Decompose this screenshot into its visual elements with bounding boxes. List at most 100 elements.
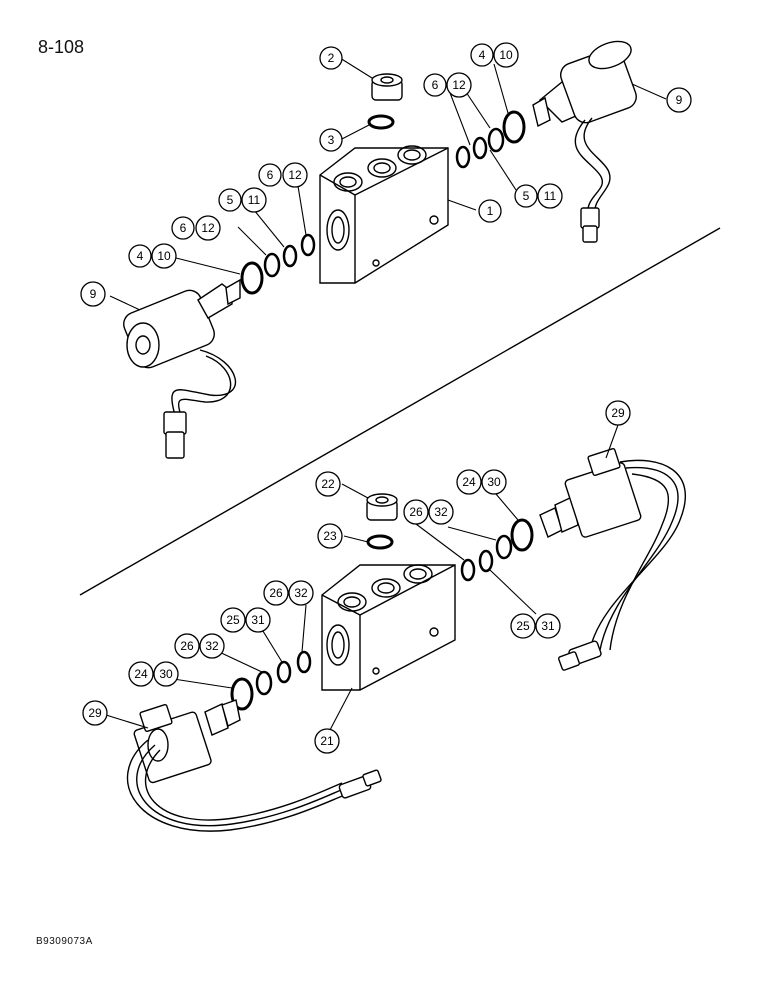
svg-text:2: 2 <box>328 51 335 65</box>
callout-12-right: 12 <box>446 72 472 98</box>
svg-text:25: 25 <box>516 619 530 633</box>
svg-text:3: 3 <box>328 133 335 147</box>
svg-text:23: 23 <box>323 529 337 543</box>
callout-32-mid: 32 <box>288 580 314 606</box>
callout-5-right: 5 <box>514 184 538 208</box>
svg-text:12: 12 <box>201 221 215 235</box>
lower-seal-right-4 <box>510 518 534 552</box>
page-number: 8-108 <box>38 37 85 57</box>
svg-text:1: 1 <box>487 204 494 218</box>
callout-30-right: 30 <box>481 469 507 495</box>
callout-11-right: 11 <box>537 183 563 209</box>
svg-text:30: 30 <box>487 475 501 489</box>
lower-seal-left-3 <box>255 670 273 696</box>
callout-31-right: 31 <box>535 613 561 639</box>
callout-30-left: 30 <box>153 661 179 687</box>
lower-seal-right-1 <box>460 558 476 582</box>
section-divider-line <box>79 227 721 596</box>
callout-9-left: 9 <box>80 281 106 307</box>
lower-seal-left-4 <box>230 677 254 711</box>
callout-6-right: 6 <box>423 73 447 97</box>
upper-seal-left-4 <box>240 261 264 295</box>
svg-text:6: 6 <box>180 221 187 235</box>
svg-text:32: 32 <box>205 639 219 653</box>
svg-text:11: 11 <box>248 193 261 207</box>
callout-6-mid: 6 <box>258 163 282 187</box>
callout-29-left: 29 <box>82 700 108 726</box>
svg-text:12: 12 <box>452 78 466 92</box>
callout-26-mid: 26 <box>263 580 289 606</box>
callout-32-left: 32 <box>199 633 225 659</box>
svg-text:26: 26 <box>409 505 423 519</box>
svg-text:30: 30 <box>159 667 173 681</box>
svg-text:6: 6 <box>432 78 439 92</box>
lower-o-ring-23 <box>366 534 394 550</box>
svg-text:11: 11 <box>544 189 557 203</box>
callout-2: 2 <box>319 46 343 70</box>
svg-text:12: 12 <box>288 168 302 182</box>
upper-seal-left-3 <box>263 252 281 278</box>
callout-6-left: 6 <box>171 216 195 240</box>
svg-text:32: 32 <box>434 505 448 519</box>
upper-o-ring-3 <box>367 114 395 130</box>
callout-5-mid: 5 <box>218 188 242 212</box>
svg-text:5: 5 <box>227 193 234 207</box>
lower-left-solenoid <box>126 699 382 832</box>
upper-leader-lines <box>109 57 667 311</box>
lower-seal-right-2 <box>478 549 494 573</box>
upper-seal-right-3 <box>487 127 505 153</box>
callout-9-right: 9 <box>666 87 692 113</box>
lower-seal-left-1 <box>296 650 312 674</box>
callout-32-right: 32 <box>428 499 454 525</box>
upper-seal-left-1 <box>300 233 316 257</box>
upper-valve-block <box>319 145 449 284</box>
svg-text:29: 29 <box>611 406 625 420</box>
callout-11-mid: 11 <box>241 187 267 213</box>
svg-text:10: 10 <box>157 249 171 263</box>
callout-12-mid: 12 <box>282 162 308 188</box>
callout-1: 1 <box>478 199 502 223</box>
figure-code: B9309073A <box>36 936 93 947</box>
callout-10-left: 10 <box>151 243 177 269</box>
svg-text:9: 9 <box>676 93 683 107</box>
lower-valve-block <box>321 564 456 691</box>
upper-right-solenoid <box>532 40 637 243</box>
svg-text:31: 31 <box>541 619 555 633</box>
callout-10-right: 10 <box>493 42 519 68</box>
svg-text:24: 24 <box>462 475 476 489</box>
callout-22: 22 <box>315 471 341 497</box>
svg-text:24: 24 <box>134 667 148 681</box>
lower-right-solenoid <box>539 447 686 671</box>
callout-26-right: 26 <box>403 499 429 525</box>
callout-29-right: 29 <box>605 400 631 426</box>
svg-text:6: 6 <box>267 168 274 182</box>
svg-text:32: 32 <box>294 586 308 600</box>
callout-23: 23 <box>317 523 343 549</box>
callout-25-mid: 25 <box>220 607 246 633</box>
callout-24-right: 24 <box>456 469 482 495</box>
callout-21: 21 <box>314 728 340 754</box>
callout-4-right: 4 <box>470 43 494 67</box>
svg-text:21: 21 <box>320 734 334 748</box>
callout-26-left: 26 <box>174 633 200 659</box>
callout-4-left: 4 <box>128 244 152 268</box>
callout-12-left: 12 <box>195 215 221 241</box>
svg-text:9: 9 <box>90 287 97 301</box>
svg-text:22: 22 <box>321 477 335 491</box>
upper-seal-right-4 <box>502 110 526 144</box>
svg-text:4: 4 <box>479 48 486 62</box>
upper-seal-right-2 <box>472 136 488 160</box>
upper-seal-right-1 <box>455 145 471 169</box>
lower-plug <box>366 493 398 521</box>
svg-text:4: 4 <box>137 249 144 263</box>
callout-25-right: 25 <box>510 613 536 639</box>
lower-seal-left-2 <box>276 660 292 684</box>
callout-3: 3 <box>319 128 343 152</box>
upper-seal-left-2 <box>282 244 298 268</box>
svg-text:26: 26 <box>269 586 283 600</box>
lower-seal-right-3 <box>495 534 513 560</box>
callout-24-left: 24 <box>128 661 154 687</box>
callout-31-mid: 31 <box>245 607 271 633</box>
upper-plug <box>371 73 403 101</box>
